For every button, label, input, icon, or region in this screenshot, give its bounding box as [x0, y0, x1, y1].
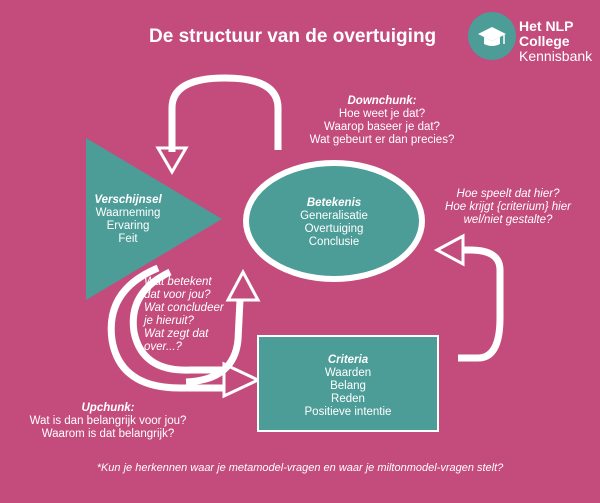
node-betekenis-label: Betekenis Generalisatie Overtuiging Conc…	[274, 197, 394, 249]
downchunk-question: Wat gebeurt er dan precies?	[309, 134, 455, 146]
upchunk-heading: Upchunk:	[81, 402, 135, 414]
middle-question-line: dat voor jou?	[144, 289, 211, 301]
downchunk-block: Downchunk: Hoe weet je dat? Waarop basee…	[282, 95, 482, 147]
node-criteria-line: Positieve intentie	[304, 406, 392, 418]
middle-question-line: Wat concludeer	[144, 302, 224, 314]
node-verschijnsel-line: Ervaring	[106, 220, 150, 232]
node-verschijnsel-line: Feit	[118, 233, 138, 245]
node-criteria-shape	[257, 335, 439, 432]
middle-question-block: Wat betekent dat voor jou? Wat concludee…	[144, 276, 244, 354]
upchunk-question: Waarom is dat belangrijk?	[41, 428, 175, 440]
arrow-left-curve-inner	[129, 268, 224, 374]
page-title: De structuur van de overtuiging	[149, 26, 437, 47]
footer-note: *Kun je herkennen waar je metamodel-vrag…	[96, 462, 504, 474]
upchunk-block: Upchunk: Wat is dan belangrijk voor jou?…	[10, 402, 206, 441]
side-question-block: Hoe speelt dat hier? Hoe krijgt {criteri…	[418, 188, 598, 227]
logo-text: Het NLP College Kennisbank	[519, 19, 592, 64]
arrow-top-head	[155, 146, 189, 175]
node-verschijnsel-shape	[86, 138, 222, 300]
arrow-left-head	[222, 361, 262, 399]
node-verschijnsel-line: Waarneming	[95, 207, 161, 219]
middle-question-line: over...?	[144, 341, 182, 353]
node-verschijnsel-heading: Verschijnsel	[94, 194, 162, 206]
downchunk-heading: Downchunk:	[347, 95, 417, 107]
node-criteria-label: Criteria Waarden Belang Reden Positieve …	[258, 354, 438, 419]
node-verschijnsel-label: Verschijnsel Waarneming Ervaring Feit	[80, 194, 176, 246]
node-betekenis-heading: Betekenis	[306, 197, 362, 209]
upchunk-question: Wat is dan belangrijk voor jou?	[29, 415, 187, 427]
node-betekenis-shape	[243, 160, 425, 282]
arrow-left-curve-outer	[107, 264, 224, 392]
node-betekenis-line: Generalisatie	[300, 210, 368, 222]
node-criteria-line: Waarden	[324, 367, 372, 379]
middle-question-line: je hieruit?	[144, 315, 194, 327]
logo-line-3: Kennisbank	[519, 48, 593, 64]
side-question-line: wel/niet gestalte?	[463, 214, 553, 226]
middle-question-line: Wat zegt dat	[144, 328, 209, 340]
side-question-line: Hoe speelt dat hier?	[456, 188, 560, 200]
downchunk-question: Hoe weet je dat?	[338, 108, 426, 120]
graduation-cap-icon	[478, 27, 506, 46]
arrow-right-loop	[458, 246, 504, 362]
arrow-middle-head	[225, 268, 261, 302]
logo-line-1: Het NLP	[519, 18, 574, 34]
arrow-top-loop	[168, 74, 282, 152]
arrow-right-head	[433, 233, 465, 267]
side-question-line: Hoe krijgt {criterium} hier	[445, 201, 571, 213]
node-criteria-heading: Criteria	[327, 354, 369, 366]
downchunk-question: Waarop baseer je dat?	[324, 121, 440, 133]
node-betekenis-line: Overtuiging	[304, 223, 364, 235]
node-criteria-line: Belang	[330, 380, 366, 392]
logo-badge	[468, 12, 516, 60]
logo-line-2: College	[519, 33, 570, 49]
middle-question-line: Wat betekent	[144, 276, 212, 288]
node-criteria-line: Reden	[331, 393, 365, 405]
node-betekenis-line: Conclusie	[308, 236, 360, 248]
arrow-middle-curve	[185, 299, 244, 386]
